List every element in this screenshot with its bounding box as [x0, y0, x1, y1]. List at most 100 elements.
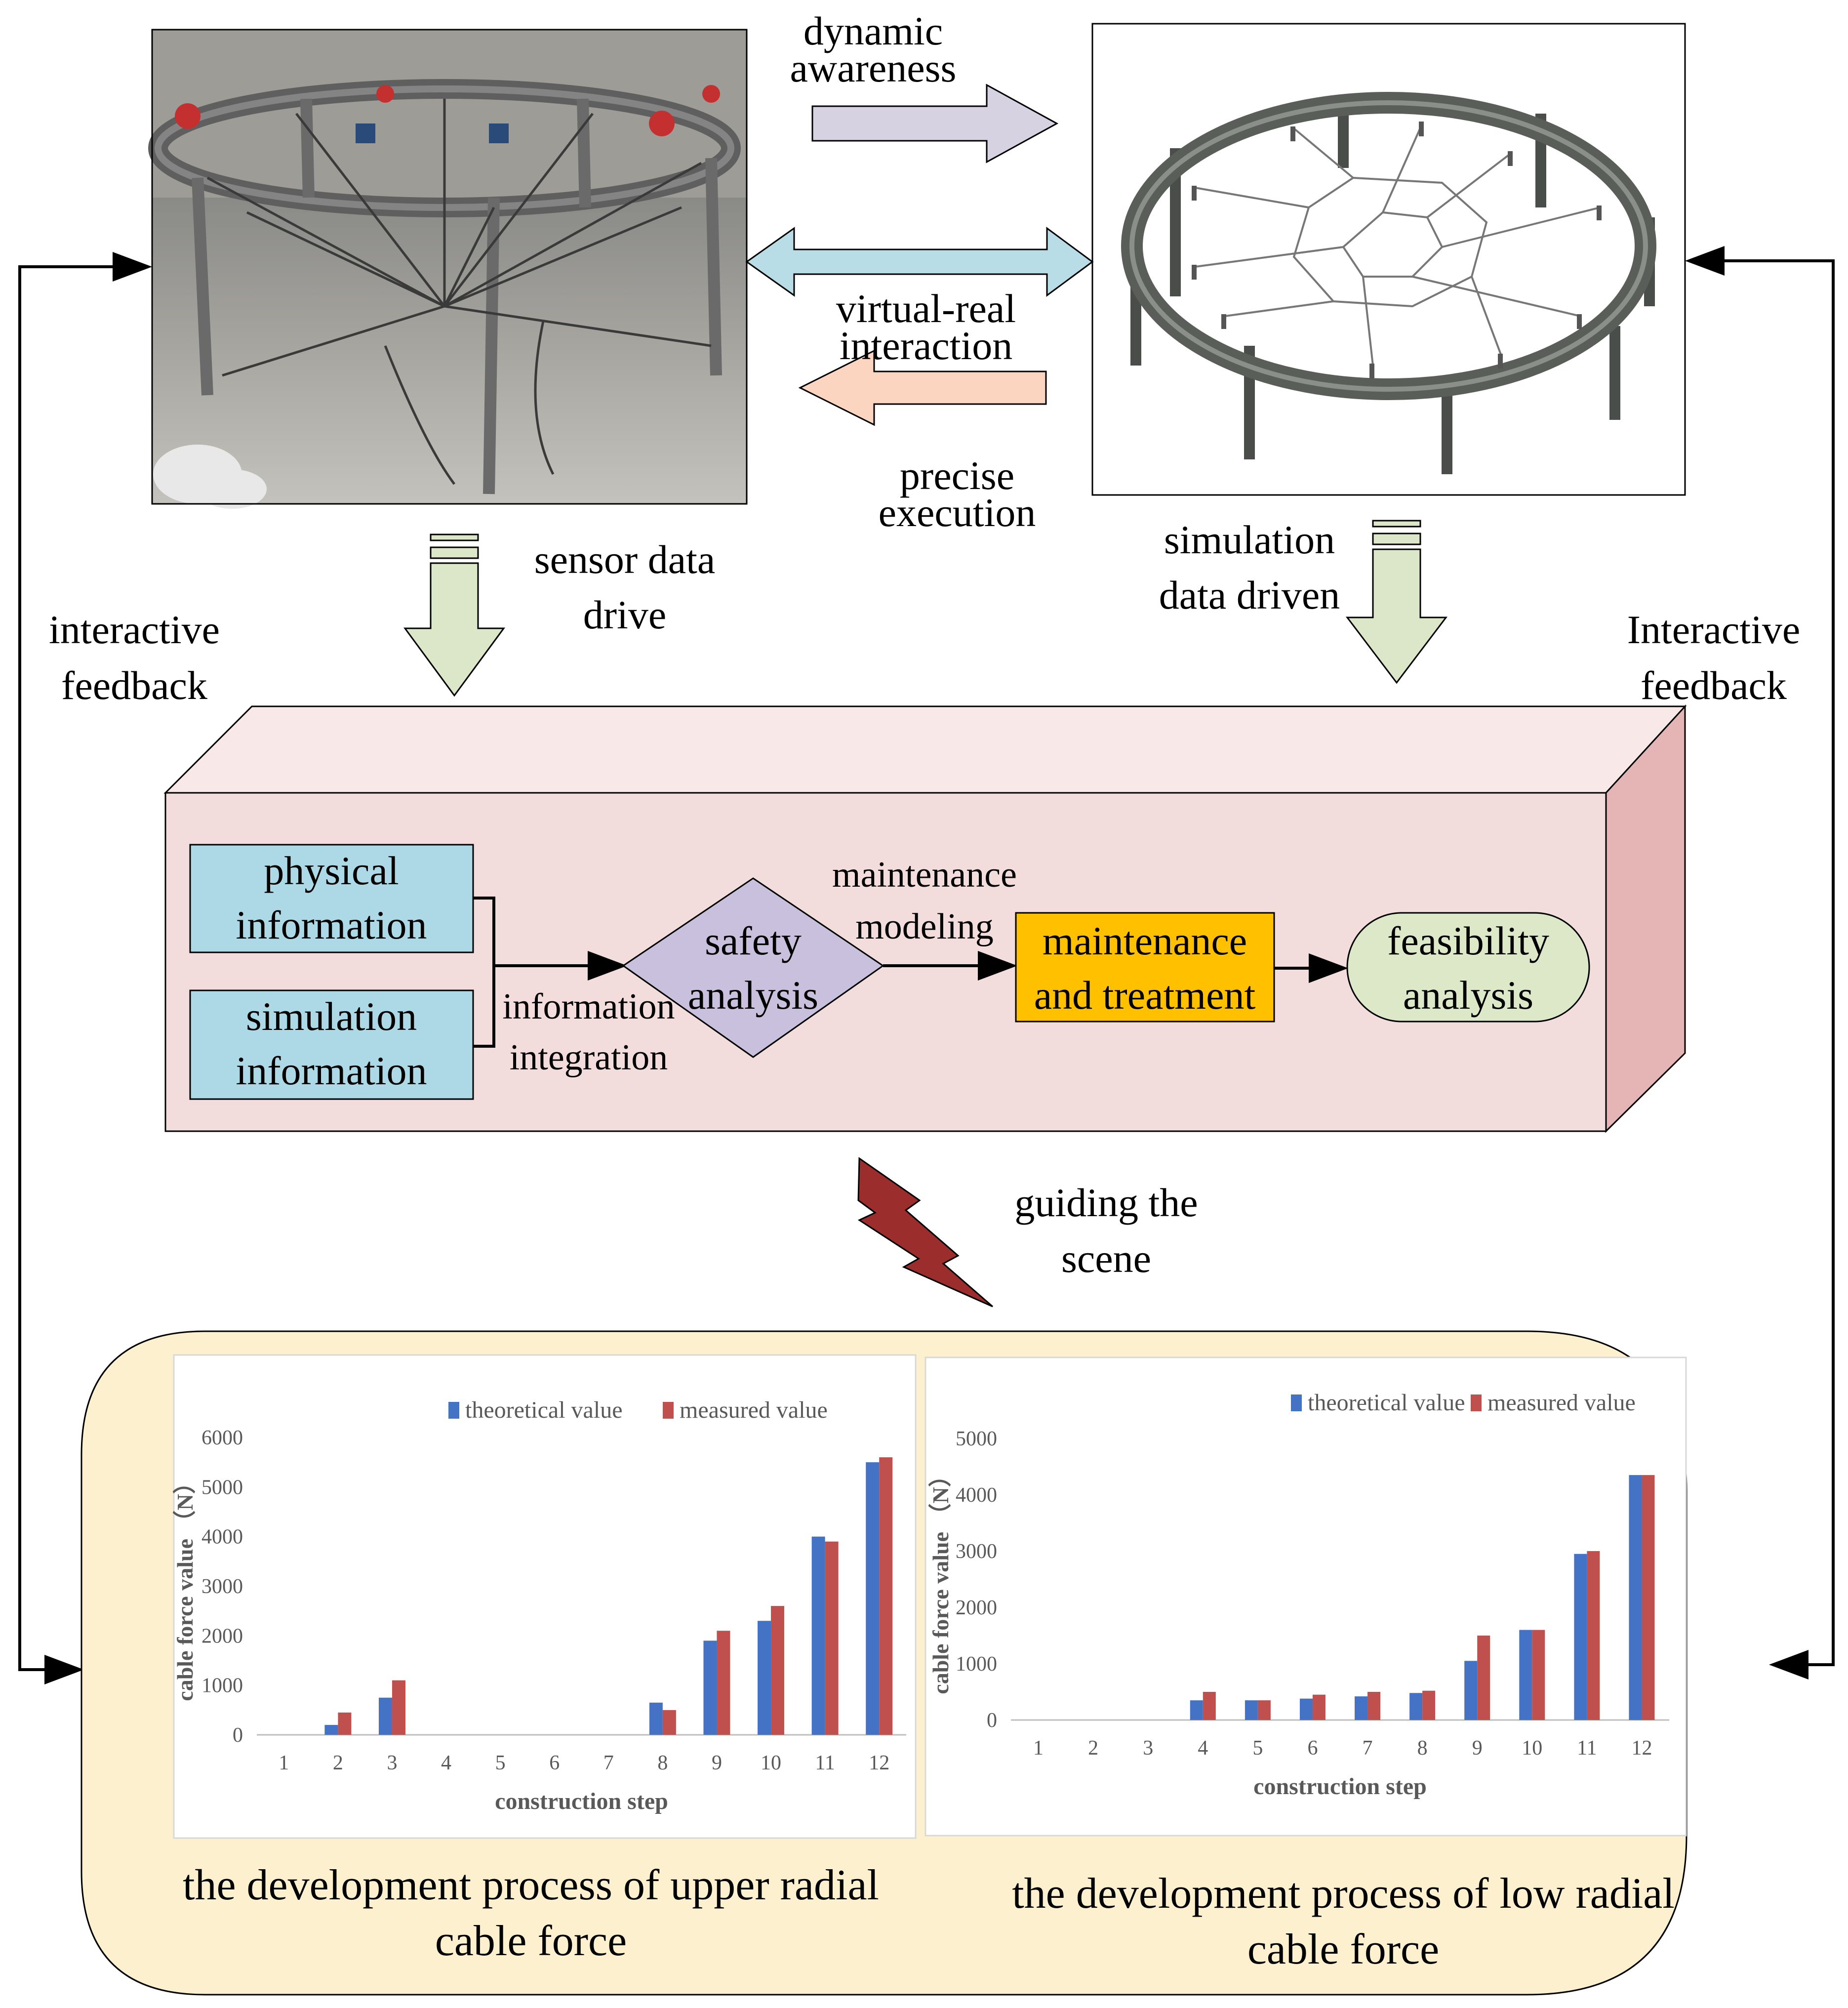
y-axis-title: cable force value （N）	[172, 1471, 198, 1701]
simulation-data-label-2: data driven	[1159, 573, 1340, 617]
bar-measured	[1532, 1630, 1545, 1720]
legend-swatch	[663, 1402, 674, 1419]
x-tick-label: 11	[1577, 1737, 1597, 1760]
interactive-feedback-right-label-2: feedback	[1641, 663, 1787, 708]
y-tick-label: 4000	[956, 1484, 997, 1507]
bar-measured	[771, 1606, 785, 1735]
lightning-icon	[857, 1157, 993, 1308]
svg-text:feasibility: feasibility	[1387, 918, 1549, 963]
y-tick-label: 2000	[956, 1597, 997, 1619]
x-tick-label: 7	[603, 1752, 614, 1774]
y-tick-label: 3000	[201, 1575, 243, 1598]
y-tick-label: 0	[233, 1724, 243, 1747]
bar-theoretical	[649, 1702, 663, 1735]
legend-swatch	[448, 1402, 459, 1419]
svg-text:the development process of low: the development process of low radial	[1012, 1870, 1675, 1918]
bar-measured	[1367, 1692, 1381, 1720]
simulation-information-box: simulation information	[189, 989, 474, 1100]
left-feedback-loop	[18, 252, 152, 1684]
svg-text:guiding the: guiding the	[1014, 1180, 1198, 1225]
svg-text:information: information	[502, 986, 675, 1027]
x-tick-label: 11	[815, 1752, 835, 1774]
dynamic-awareness-arrow	[811, 83, 1059, 164]
bar-measured	[1587, 1551, 1600, 1720]
svg-text:and treatment: and treatment	[1034, 973, 1256, 1018]
right-feedback-loop	[1685, 246, 1835, 1680]
y-tick-label: 4000	[201, 1526, 243, 1549]
sensor-data-label: sensor data	[534, 537, 716, 582]
bar-measured	[1257, 1700, 1271, 1720]
maintenance-treatment-box: maintenance and treatment	[1015, 912, 1275, 1023]
y-tick-label: 1000	[201, 1675, 243, 1697]
sensor-data-label-2: drive	[583, 592, 666, 637]
bar-measured	[825, 1541, 839, 1735]
virtual-real-interaction-arrow	[745, 227, 1094, 297]
safety-analysis-diamond: safety analysis	[622, 877, 884, 1058]
precise-execution-label: precise	[900, 453, 1014, 498]
bar-measured	[392, 1680, 405, 1735]
precise-execution-label-2: execution	[879, 490, 1036, 535]
simulation-data-down-arrow	[1345, 520, 1448, 684]
y-tick-label: 3000	[956, 1540, 997, 1563]
bar-measured	[879, 1457, 893, 1735]
y-tick-label: 2000	[201, 1625, 243, 1647]
bar-measured	[662, 1710, 676, 1735]
physical-model-photo	[148, 29, 748, 509]
x-tick-label: 4	[441, 1752, 451, 1774]
x-tick-label: 9	[712, 1752, 722, 1774]
svg-text:scene: scene	[1061, 1236, 1151, 1281]
x-tick-label: 12	[869, 1752, 889, 1774]
bar-theoretical	[1190, 1700, 1203, 1720]
interactive-feedback-left-label: interactive	[49, 607, 220, 652]
y-tick-label: 5000	[956, 1428, 997, 1450]
x-tick-label: 8	[1417, 1737, 1428, 1760]
simulation-model-render	[1091, 23, 1686, 496]
svg-text:the development process of upp: the development process of upper radial	[183, 1861, 879, 1909]
x-tick-label: 10	[761, 1752, 781, 1774]
bar-measured	[1642, 1475, 1655, 1720]
svg-text:information: information	[236, 902, 427, 947]
x-tick-label: 2	[1088, 1737, 1098, 1760]
bar-theoretical	[324, 1724, 338, 1735]
bar-theoretical	[1409, 1693, 1423, 1720]
legend-label: measured value	[680, 1397, 828, 1423]
x-tick-label: 3	[387, 1752, 397, 1774]
legend-label: theoretical value	[465, 1397, 623, 1423]
virtual-real-label: virtual-real	[836, 286, 1016, 331]
svg-text:analysis: analysis	[688, 973, 818, 1018]
y-tick-label: 1000	[956, 1653, 997, 1676]
bar-theoretical	[703, 1640, 717, 1735]
x-tick-label: 5	[495, 1752, 506, 1774]
precise-execution-arrow	[798, 349, 1047, 426]
sensor-data-down-arrow	[403, 533, 505, 697]
legend-swatch	[1291, 1394, 1302, 1411]
bar-theoretical	[811, 1536, 825, 1735]
bar-measured	[338, 1712, 352, 1735]
feasibility-analysis-box: feasibility analysis	[1346, 912, 1590, 1023]
svg-text:cable force: cable force	[435, 1917, 627, 1965]
x-tick-label: 9	[1472, 1737, 1483, 1760]
bar-measured	[717, 1631, 730, 1735]
bar-theoretical	[1574, 1554, 1587, 1720]
dynamic-awareness-label: dynamic	[803, 8, 943, 53]
svg-text:analysis: analysis	[1403, 973, 1533, 1018]
low-radial-caption: the development process of low radial ca…	[1012, 1870, 1675, 1973]
legend-swatch	[1471, 1394, 1482, 1411]
svg-text:safety: safety	[705, 918, 802, 963]
bar-measured	[1477, 1636, 1490, 1720]
information-flow-lines	[473, 897, 1348, 1048]
x-tick-label: 3	[1143, 1737, 1153, 1760]
information-integration-label: information integration	[502, 986, 675, 1078]
svg-text:physical: physical	[264, 848, 399, 893]
svg-text:simulation: simulation	[246, 994, 417, 1039]
guiding-scene-label: guiding the scene	[1014, 1180, 1198, 1281]
x-tick-label: 7	[1363, 1737, 1373, 1760]
bar-theoretical	[1355, 1696, 1368, 1720]
simulation-data-label: simulation	[1164, 517, 1335, 562]
virtual-real-label-2: interaction	[840, 323, 1013, 368]
x-tick-label: 1	[279, 1752, 289, 1774]
bar-measured	[1422, 1690, 1436, 1720]
bar-theoretical	[1464, 1661, 1478, 1720]
